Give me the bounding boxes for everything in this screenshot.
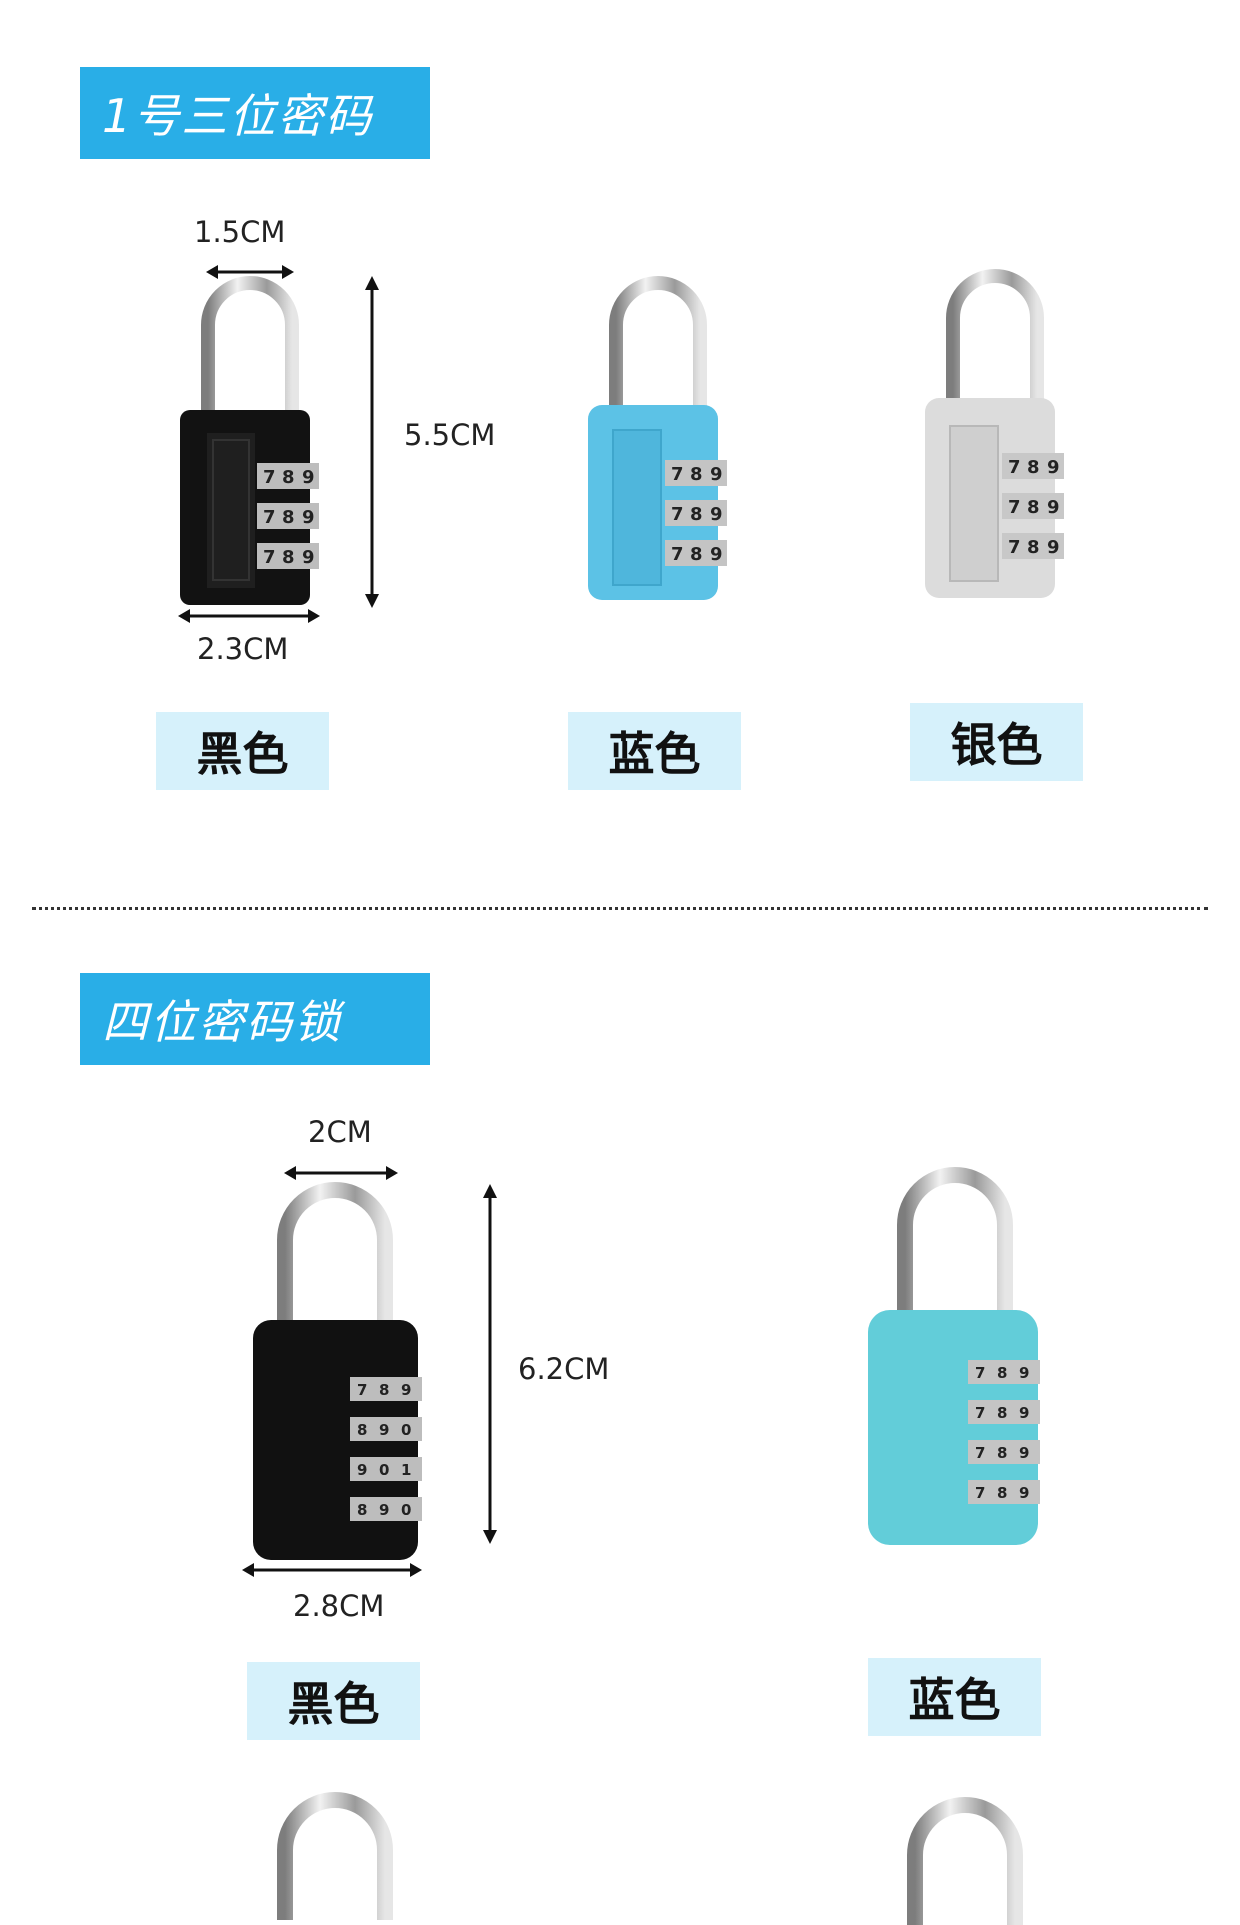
svg-text:0: 0 xyxy=(379,1461,389,1479)
svg-text:7: 7 xyxy=(1008,457,1021,478)
svg-text:0: 0 xyxy=(401,1501,411,1519)
svg-text:8: 8 xyxy=(690,464,703,485)
svg-text:7: 7 xyxy=(975,1484,985,1502)
partial-lock-shackle-image xyxy=(907,1797,1023,1925)
svg-text:9: 9 xyxy=(302,547,315,568)
svg-text:8: 8 xyxy=(1027,537,1040,558)
svg-text:7: 7 xyxy=(263,467,276,488)
svg-text:9: 9 xyxy=(1019,1484,1029,1502)
dim-height: 6.2CM xyxy=(518,1352,610,1386)
dim-body-width: 2.8CM xyxy=(293,1589,385,1623)
svg-text:7: 7 xyxy=(1008,497,1021,518)
svg-text:7: 7 xyxy=(671,504,684,525)
svg-text:1: 1 xyxy=(401,1461,411,1479)
svg-text:9: 9 xyxy=(1047,537,1060,558)
svg-text:7: 7 xyxy=(263,507,276,528)
svg-text:7: 7 xyxy=(357,1381,367,1399)
partial-lock-shackle-image xyxy=(277,1792,393,1920)
svg-text:8: 8 xyxy=(282,547,295,568)
svg-text:9: 9 xyxy=(710,504,723,525)
svg-text:9: 9 xyxy=(1019,1404,1029,1422)
svg-text:9: 9 xyxy=(302,507,315,528)
svg-text:7: 7 xyxy=(975,1444,985,1462)
svg-text:8: 8 xyxy=(282,467,295,488)
svg-text:9: 9 xyxy=(357,1461,367,1479)
svg-text:8: 8 xyxy=(1027,497,1040,518)
svg-text:9: 9 xyxy=(710,544,723,565)
dim-shackle-width: 2CM xyxy=(308,1115,372,1149)
svg-text:9: 9 xyxy=(710,464,723,485)
dim-shackle-width: 1.5CM xyxy=(194,215,286,249)
svg-text:8: 8 xyxy=(690,544,703,565)
svg-text:8: 8 xyxy=(357,1501,367,1519)
svg-text:9: 9 xyxy=(379,1501,389,1519)
svg-text:9: 9 xyxy=(302,467,315,488)
svg-text:9: 9 xyxy=(1047,457,1060,478)
svg-text:9: 9 xyxy=(1047,497,1060,518)
svg-text:9: 9 xyxy=(1019,1364,1029,1382)
svg-text:7: 7 xyxy=(263,547,276,568)
svg-text:8: 8 xyxy=(357,1421,367,1439)
svg-text:7: 7 xyxy=(1008,537,1021,558)
svg-text:8: 8 xyxy=(379,1381,389,1399)
dim-height: 5.5CM xyxy=(404,418,496,452)
color-label-silver[interactable]: 银色 xyxy=(910,703,1083,781)
svg-text:9: 9 xyxy=(401,1381,411,1399)
svg-text:0: 0 xyxy=(401,1421,411,1439)
svg-text:8: 8 xyxy=(282,507,295,528)
svg-text:8: 8 xyxy=(1027,457,1040,478)
svg-text:8: 8 xyxy=(997,1444,1007,1462)
section-divider xyxy=(32,907,1208,910)
svg-text:8: 8 xyxy=(997,1364,1007,1382)
svg-text:8: 8 xyxy=(997,1484,1007,1502)
dim-body-width: 2.3CM xyxy=(197,632,289,666)
color-label-blue[interactable]: 蓝色 xyxy=(568,712,741,790)
svg-text:7: 7 xyxy=(975,1364,985,1382)
svg-text:7: 7 xyxy=(975,1404,985,1422)
svg-text:9: 9 xyxy=(1019,1444,1029,1462)
svg-text:8: 8 xyxy=(690,504,703,525)
svg-text:8: 8 xyxy=(997,1404,1007,1422)
section-2-title: 四位密码锁 xyxy=(80,973,430,1065)
color-label-black[interactable]: 黑色 xyxy=(156,712,329,790)
svg-text:7: 7 xyxy=(671,544,684,565)
svg-text:7: 7 xyxy=(671,464,684,485)
svg-text:9: 9 xyxy=(379,1421,389,1439)
section-1-title: 1号三位密码 xyxy=(80,67,430,159)
color-label-blue[interactable]: 蓝色 xyxy=(868,1658,1041,1736)
color-label-black[interactable]: 黑色 xyxy=(247,1662,420,1740)
